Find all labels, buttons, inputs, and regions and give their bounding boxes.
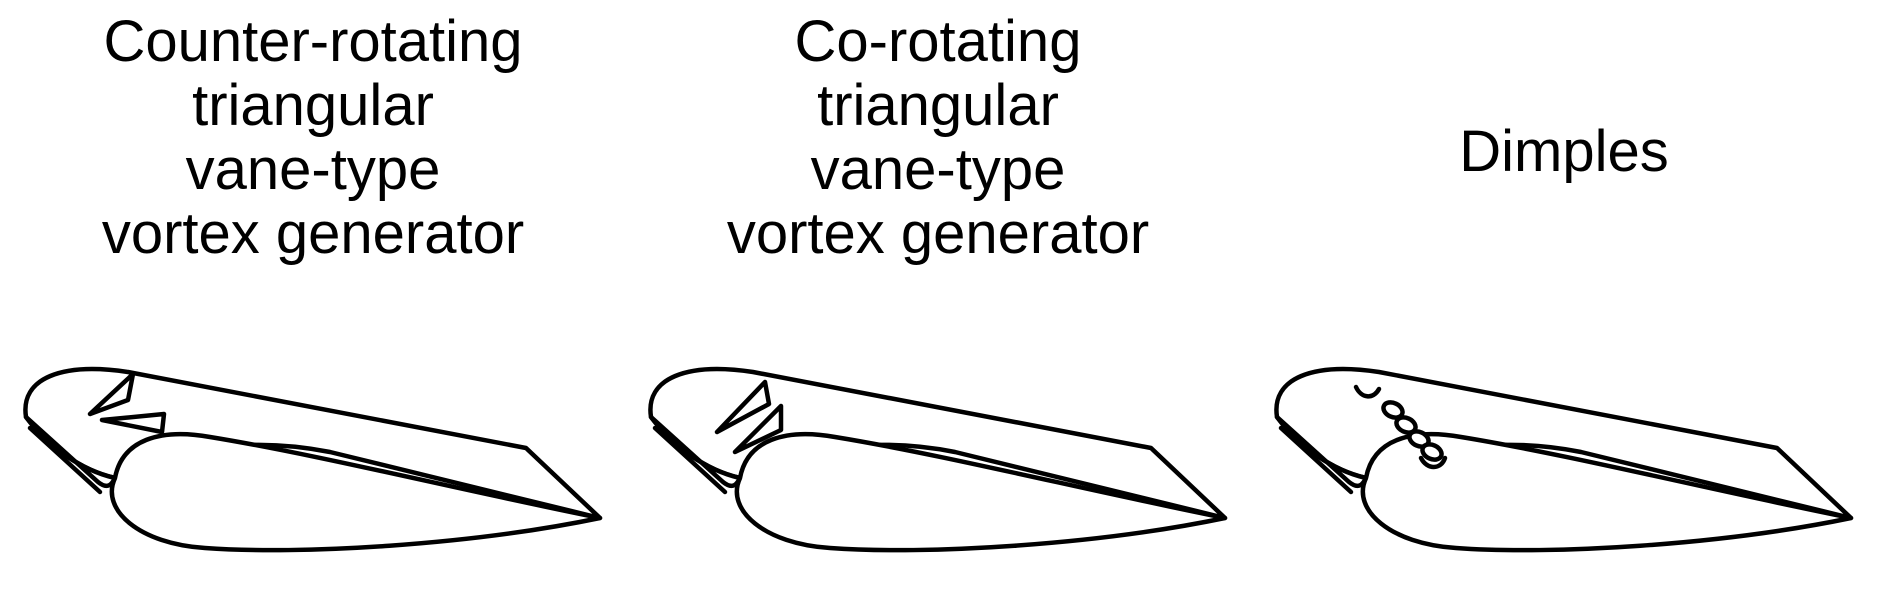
dimple-4	[1420, 442, 1444, 462]
airfoil-co-rotating-vg-icon	[648, 366, 1228, 553]
panel-label-dimples: Dimples	[1459, 119, 1669, 184]
dimple-notch-top	[1353, 384, 1382, 399]
panel-dimples: Dimples	[1251, 0, 1877, 590]
airfoil-section	[1360, 432, 1854, 553]
airfoil-dimples-icon	[1274, 366, 1854, 553]
airfoil-body	[1274, 366, 1854, 553]
airfoil-leading-edge-line	[1278, 425, 1354, 495]
panel-label-counter-rotating: Counter-rotating triangular vane-type vo…	[101, 9, 525, 266]
vane-first	[714, 379, 772, 435]
airfoil-section	[734, 432, 1228, 553]
airfoil-body	[648, 366, 1228, 553]
airfoil-section	[109, 432, 603, 553]
airfoil-body	[23, 366, 603, 553]
vane-lower	[99, 411, 167, 435]
panel-counter-rotating: Counter-rotating triangular vane-type vo…	[0, 0, 626, 590]
airfoil-counter-rotating-vg-icon	[23, 366, 603, 553]
panel-label-co-rotating: Co-rotating triangular vane-type vortex …	[726, 9, 1150, 266]
co-rotating-vane-pair-icon	[714, 379, 784, 455]
panel-co-rotating: Co-rotating triangular vane-type vortex …	[625, 0, 1251, 590]
dimple-1	[1381, 400, 1405, 420]
vane-upper	[87, 371, 136, 417]
dimples-icon	[1353, 384, 1448, 470]
vane-second	[732, 403, 784, 455]
counter-rotating-vane-pair-icon	[87, 371, 167, 435]
